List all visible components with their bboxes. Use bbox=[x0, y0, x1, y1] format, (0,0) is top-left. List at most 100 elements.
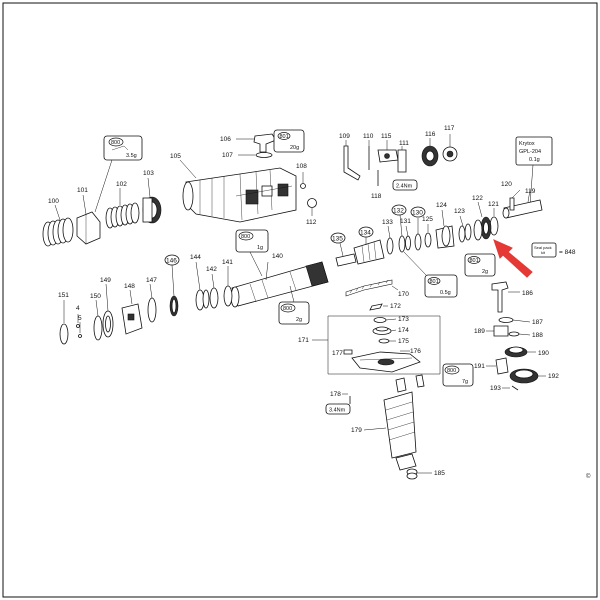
label-124: 124 bbox=[436, 202, 447, 209]
label-171: 171 bbox=[298, 337, 309, 344]
part-101 bbox=[76, 211, 101, 245]
label-135: 135 bbox=[332, 236, 343, 243]
label-151: 151 bbox=[58, 292, 69, 299]
part-103 bbox=[142, 196, 162, 224]
part-146: 146 bbox=[164, 254, 180, 317]
label-170: 170 bbox=[398, 291, 409, 298]
label-178: 178 bbox=[330, 391, 341, 398]
label-150: 150 bbox=[90, 293, 101, 300]
part-110: 110 bbox=[363, 133, 374, 170]
red-arrow bbox=[493, 239, 533, 278]
part-133: 133 bbox=[382, 219, 394, 255]
part-186: 186 bbox=[491, 281, 533, 313]
label-116: 116 bbox=[425, 131, 436, 138]
part-189: 189 bbox=[474, 325, 509, 337]
badge-amount: 20g bbox=[290, 145, 299, 151]
label-131: 131 bbox=[400, 218, 411, 225]
label-133: 133 bbox=[382, 219, 393, 226]
label-186: 186 bbox=[522, 290, 533, 297]
label-108: 108 bbox=[296, 163, 307, 170]
label-118: 118 bbox=[371, 193, 382, 200]
part-115: 115 bbox=[377, 133, 399, 163]
badge-code: 800 bbox=[111, 140, 120, 146]
label-103: 103 bbox=[143, 170, 154, 177]
part-178: 178 bbox=[330, 391, 351, 404]
part-147: 147 bbox=[146, 277, 157, 323]
label-132: 132 bbox=[393, 208, 404, 215]
part-106-107: 106 107 bbox=[220, 133, 277, 159]
grease-badge-800-1g: 800 1g bbox=[235, 229, 269, 277]
copyright-mark: © bbox=[586, 473, 591, 480]
torque-value: 3.4Nm bbox=[329, 408, 346, 414]
part-123: 123 bbox=[454, 208, 472, 243]
krytox-line2: GPL-204 bbox=[519, 149, 541, 155]
label-141: 141 bbox=[222, 259, 233, 266]
label-115: 115 bbox=[381, 133, 392, 140]
label-112: 112 bbox=[306, 219, 317, 226]
label-147: 147 bbox=[146, 277, 157, 284]
label-5: 5 bbox=[78, 315, 82, 322]
part-109: 109 bbox=[339, 133, 361, 181]
grease-badge-801-0.5g: 801 0.5g bbox=[403, 251, 458, 298]
part-116: 116 bbox=[421, 131, 439, 167]
spring-102 bbox=[105, 202, 140, 229]
label-125: 125 bbox=[422, 216, 433, 223]
seal-kit-note: Seal pack kit = 848 bbox=[531, 242, 576, 258]
grease-badge-800-7g: 800 7g bbox=[442, 363, 474, 387]
badge-code: 800 bbox=[447, 368, 456, 374]
belt-170: 170 bbox=[345, 279, 409, 298]
label-188: 188 bbox=[532, 332, 543, 339]
badge-amount: 3.5g bbox=[126, 153, 137, 159]
part-118: 118 bbox=[371, 170, 382, 200]
badge-amount: 2g bbox=[482, 269, 488, 275]
part-176: 176 bbox=[351, 348, 421, 373]
label-173: 173 bbox=[398, 316, 409, 323]
part-174: 174 bbox=[372, 326, 409, 335]
label-174: 174 bbox=[398, 327, 409, 334]
label-102: 102 bbox=[116, 181, 127, 188]
part-149: 149 bbox=[100, 277, 114, 338]
grease-badge-800-3.5g: 800 3.5g bbox=[94, 135, 143, 213]
seal-kit-text2: kit bbox=[541, 250, 546, 255]
label-179: 179 bbox=[351, 427, 362, 434]
spring-100 bbox=[42, 217, 74, 247]
part-150: 150 bbox=[90, 293, 103, 341]
label-193: 193 bbox=[490, 385, 501, 392]
part-135: 135 bbox=[330, 232, 357, 267]
part-148: 148 bbox=[121, 283, 143, 335]
part-173: 173 bbox=[373, 316, 409, 323]
part-112: 112 bbox=[306, 198, 317, 226]
part-177: 177 bbox=[332, 349, 353, 357]
label-177: 177 bbox=[332, 350, 343, 357]
krytox-note: Krytox GPL-204 0.1g bbox=[515, 136, 553, 206]
part-111: 111 bbox=[397, 140, 409, 173]
part-4-5: 4 5 bbox=[76, 305, 82, 338]
part-group-100-103: 100 101 102 103 bbox=[42, 170, 162, 247]
badge-code: 801 bbox=[430, 279, 439, 285]
seal-kit-text1: Seal pack bbox=[534, 245, 552, 250]
part-151: 151 bbox=[58, 292, 69, 345]
part-134: 134 bbox=[353, 226, 385, 265]
part-108: 108 bbox=[296, 163, 307, 189]
part-125: 125 bbox=[422, 216, 433, 248]
label-134: 134 bbox=[360, 230, 371, 237]
krytox-line3: 0.1g bbox=[529, 157, 540, 163]
part-131: 131 bbox=[400, 218, 411, 251]
assembly-171: 171 bbox=[298, 315, 441, 375]
part-119-120: 120 119 bbox=[501, 181, 543, 219]
badge-code: 801 bbox=[280, 134, 289, 140]
grease-badge-801-2g: 801 2g bbox=[464, 253, 496, 277]
label-4: 4 bbox=[76, 305, 80, 312]
label-119: 119 bbox=[525, 188, 536, 195]
torque-value: 2.4Nm bbox=[396, 184, 413, 190]
label-122: 122 bbox=[472, 195, 483, 202]
label-149: 149 bbox=[100, 277, 111, 284]
label-121: 121 bbox=[488, 201, 499, 208]
part-190: 190 bbox=[504, 346, 549, 358]
armature-179: 179 bbox=[351, 391, 417, 471]
badge-code: 801 bbox=[470, 258, 479, 264]
grease-badge-801-20g: 801 20g bbox=[273, 129, 305, 153]
